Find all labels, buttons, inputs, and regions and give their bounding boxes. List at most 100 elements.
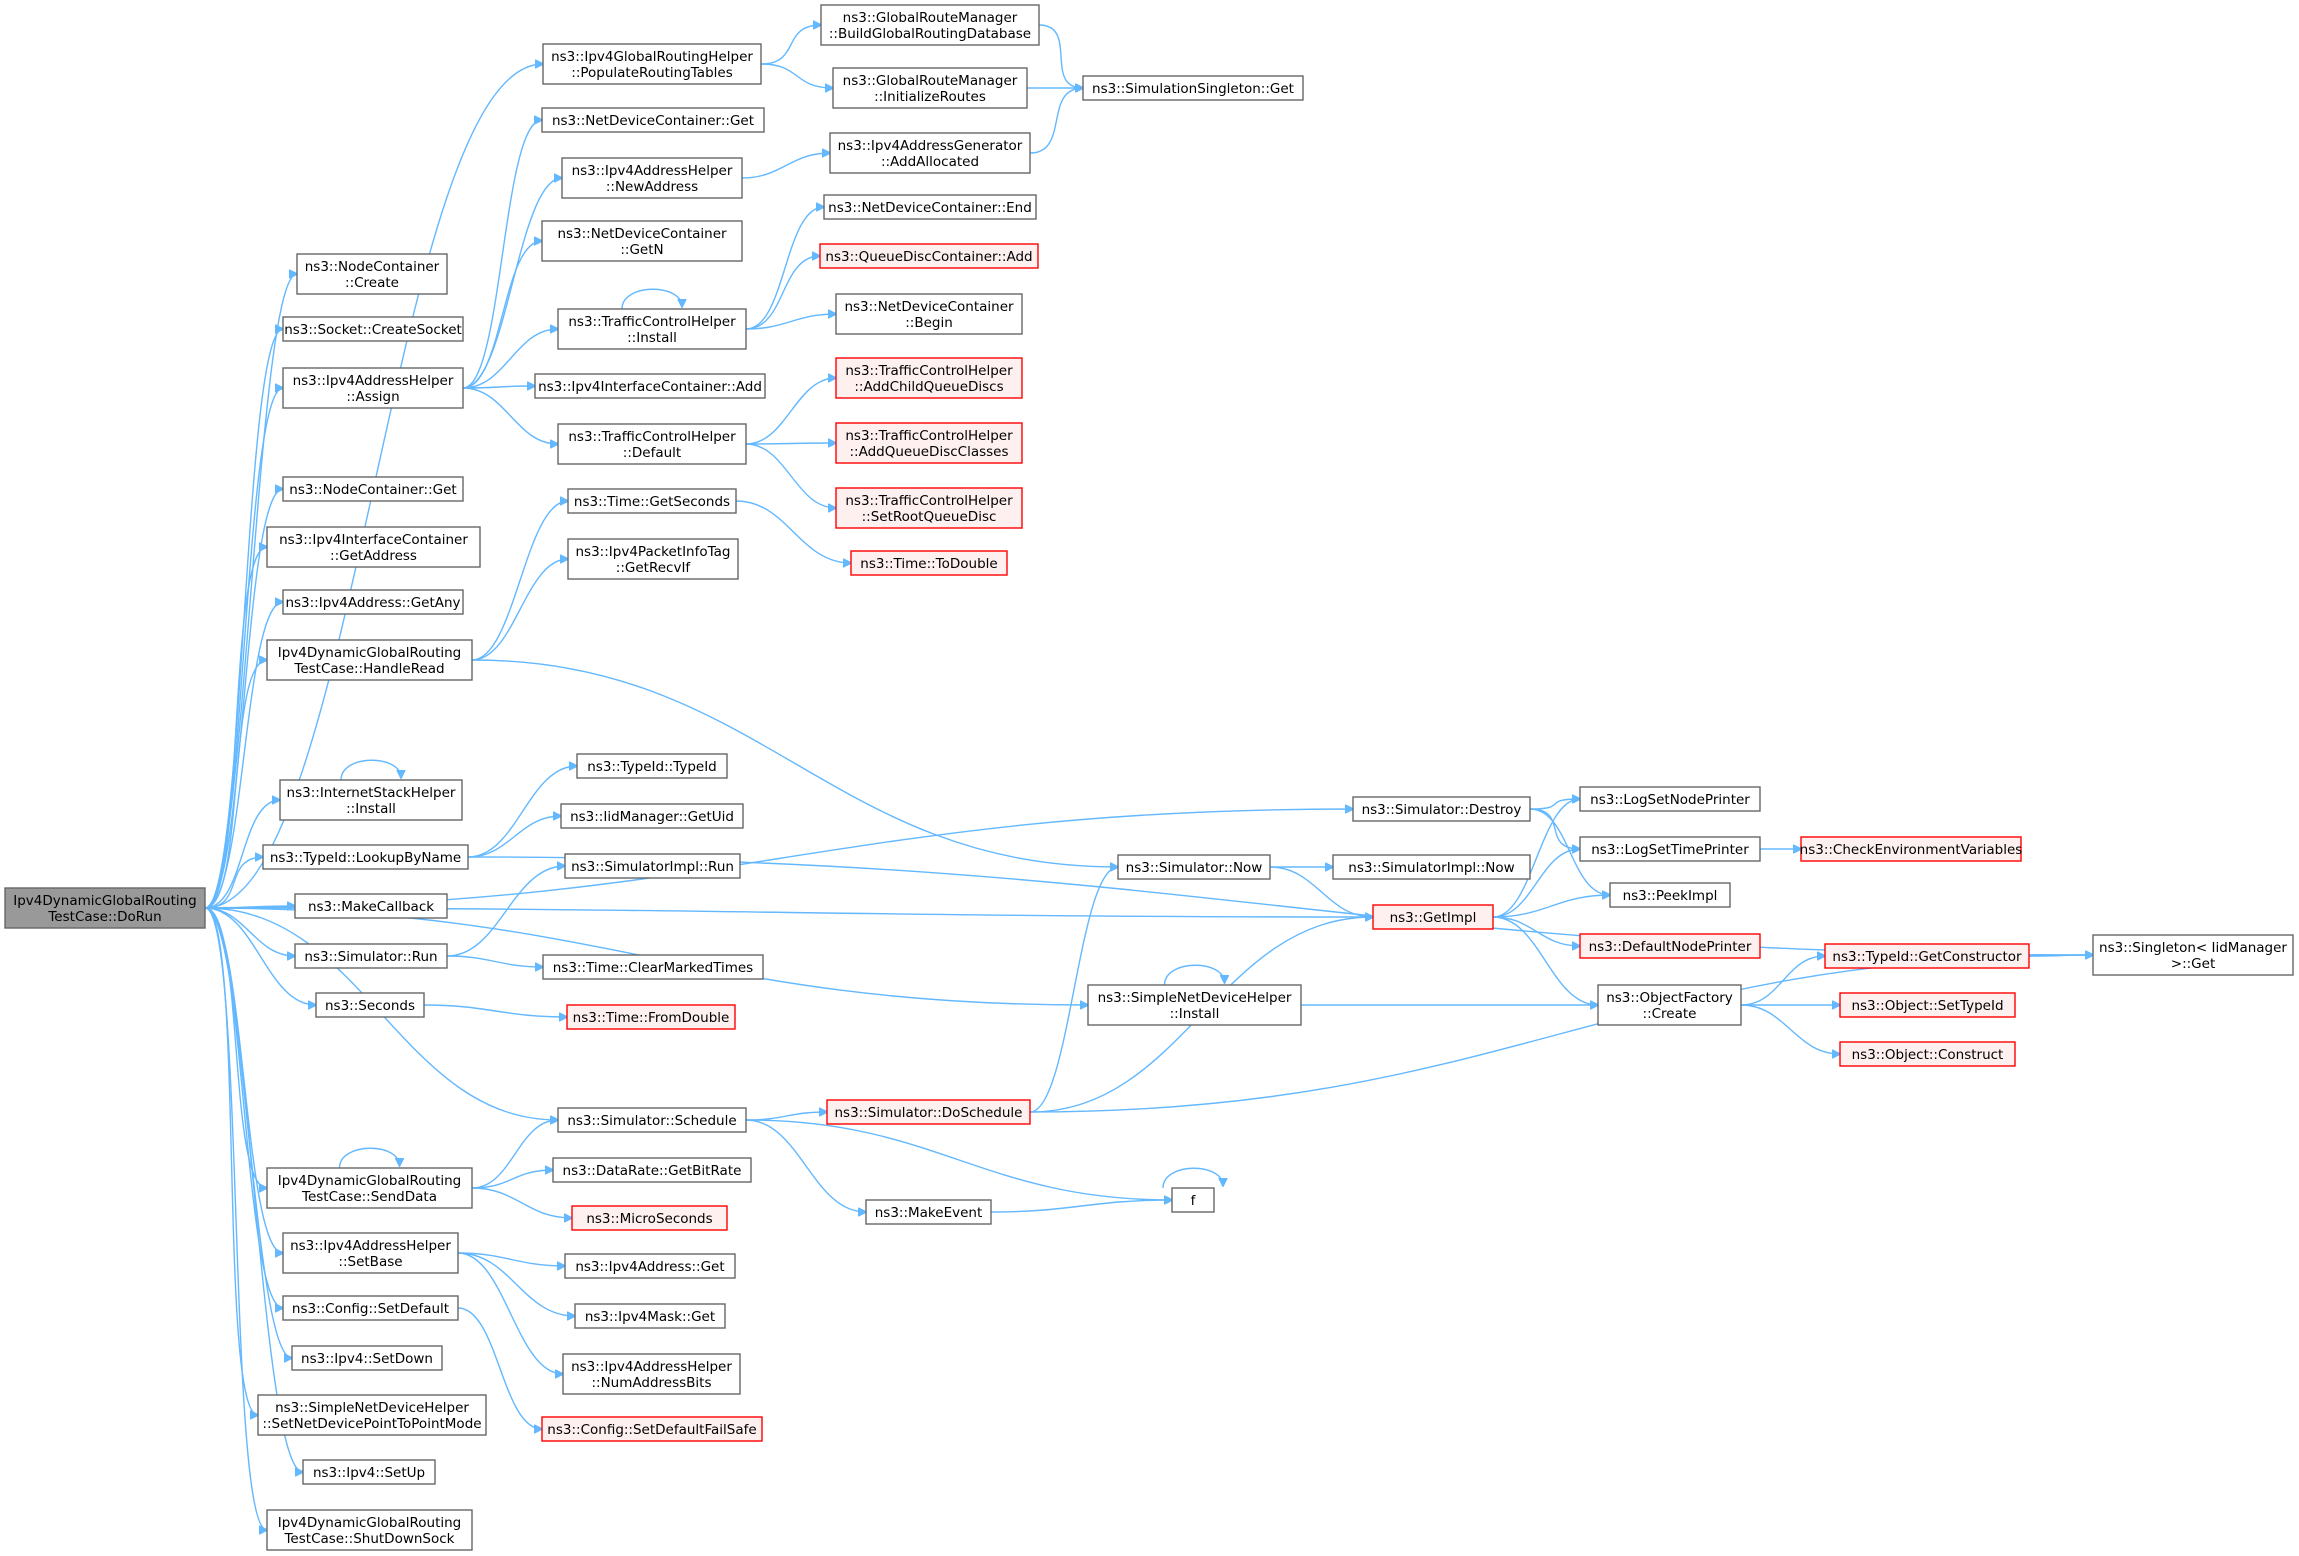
node-label: ::AddAllocated [881, 154, 979, 170]
node-fromdouble[interactable]: ns3::Time::FromDouble [566, 1004, 736, 1030]
node-box [282, 1232, 459, 1274]
node-label: ::SetBase [338, 1254, 402, 1270]
edge-root-to-ic_getaddr [204, 547, 267, 909]
node-label: ns3::QueueDiscContainer::Add [825, 249, 1032, 265]
node-setdown[interactable]: ns3::Ipv4::SetDown [291, 1345, 443, 1371]
node-ic_add[interactable]: ns3::Ipv4InterfaceContainer::Add [534, 373, 766, 399]
node-box [571, 1205, 728, 1231]
node-iid_singleton[interactable]: ns3::Singleton< IidManager >::Get [2092, 934, 2294, 976]
node-sndh_install[interactable]: ns3::SimpleNetDeviceHelper::Install [1087, 984, 1302, 1026]
node-label: ns3::Ipv4::SetUp [313, 1465, 425, 1481]
edge-senddata-to-getbitrate [471, 1170, 553, 1189]
node-ndc_end[interactable]: ns3::NetDeviceContainer::End [823, 194, 1037, 220]
node-box [266, 1167, 473, 1209]
node-setdefault[interactable]: ns3::Config::SetDefault [282, 1295, 459, 1321]
node-box [826, 1099, 1031, 1125]
node-shutdown[interactable]: Ipv4DynamicGlobalRoutingTestCase::ShutDo… [266, 1509, 473, 1551]
node-buildgrd[interactable]: ns3::GlobalRouteManager::BuildGlobalRout… [820, 4, 1040, 46]
node-logtimeprinter[interactable]: ns3::LogSetTimePrinter [1579, 836, 1761, 862]
node-setup[interactable]: ns3::Ipv4::SetUp [302, 1459, 436, 1485]
node-simimpl_run[interactable]: ns3::SimulatorImpl::Run [564, 853, 741, 879]
node-assign[interactable]: ns3::Ipv4AddressHelper::Assign [282, 367, 464, 409]
node-simimpl_now[interactable]: ns3::SimulatorImpl::Now [1332, 854, 1531, 880]
node-nc_get[interactable]: ns3::NodeContainer::Get [282, 476, 464, 502]
edge-seconds-to-fromdouble [423, 1004, 567, 1017]
node-numaddrbits[interactable]: ns3::Ipv4AddressHelper::NumAddressBits [562, 1353, 741, 1395]
node-setdefaultfailsafe[interactable]: ns3::Config::SetDefaultFailSafe [541, 1416, 763, 1442]
edge-tch_install-to-tch_install [621, 288, 682, 310]
node-initroutes[interactable]: ns3::GlobalRouteManager::InitializeRoute… [832, 67, 1028, 109]
node-newaddress[interactable]: ns3::Ipv4AddressHelper::NewAddress [561, 157, 743, 199]
node-makeevent[interactable]: ns3::MakeEvent [865, 1199, 992, 1225]
node-setrootqd[interactable]: ns3::TrafficControlHelper::SetRootQueueD… [835, 487, 1023, 529]
node-construct[interactable]: ns3::Object::Construct [1839, 1041, 2016, 1067]
node-of_create[interactable]: ns3::ObjectFactory::Create [1597, 984, 1742, 1026]
node-seconds[interactable]: ns3::Seconds [315, 992, 425, 1018]
node-senddata[interactable]: Ipv4DynamicGlobalRoutingTestCase::SendDa… [266, 1167, 473, 1209]
node-getconstructor[interactable]: ns3::TypeId::GetConstructor [1824, 943, 2030, 969]
edge-setdefault-to-setdefaultfailsafe [457, 1307, 542, 1429]
node-box [1171, 1187, 1215, 1213]
node-label: ns3::MakeEvent [875, 1205, 983, 1221]
node-populate[interactable]: ns3::Ipv4GlobalRoutingHelper::PopulateRo… [542, 43, 762, 85]
node-label: ns3::SimulatorImpl::Run [571, 859, 734, 875]
node-microseconds[interactable]: ns3::MicroSeconds [571, 1205, 728, 1231]
node-label: TestCase::DoRun [47, 909, 161, 925]
node-typeid[interactable]: ns3::TypeId::TypeId [576, 753, 728, 779]
node-addqdclasses[interactable]: ns3::TrafficControlHelper::AddQueueDiscC… [835, 422, 1023, 464]
node-label: ns3::Ipv4::SetDown [301, 1351, 433, 1367]
node-ic_getaddr[interactable]: ns3::Ipv4InterfaceContainer::GetAddress [266, 526, 481, 568]
node-lognodeprinter[interactable]: ns3::LogSetNodePrinter [1579, 786, 1761, 812]
node-clearmarked[interactable]: ns3::Time::ClearMarkedTimes [542, 954, 764, 980]
node-label: ns3::SimulatorImpl::Now [1348, 860, 1514, 876]
node-mask_get[interactable]: ns3::Ipv4Mask::Get [574, 1303, 726, 1329]
node-sim_destroy[interactable]: ns3::Simulator::Destroy [1352, 796, 1531, 822]
node-box [1609, 882, 1731, 908]
node-f[interactable]: f [1171, 1187, 1215, 1213]
node-label: Ipv4DynamicGlobalRouting [13, 893, 197, 909]
edge-tch_install-to-ndc_end [745, 207, 824, 330]
node-addallocated[interactable]: ns3::Ipv4AddressGenerator::AddAllocated [829, 132, 1031, 174]
node-getrecvif[interactable]: ns3::Ipv4PacketInfoTag::GetRecvIf [567, 538, 739, 580]
node-lookup[interactable]: ns3::TypeId::LookupByName [262, 844, 469, 870]
node-getany[interactable]: ns3::Ipv4Address::GetAny [282, 589, 464, 615]
node-getseconds[interactable]: ns3::Time::GetSeconds [567, 488, 737, 514]
node-sim_now[interactable]: ns3::Simulator::Now [1117, 854, 1271, 880]
node-singleton_get[interactable]: ns3::SimulationSingleton::Get [1082, 75, 1304, 101]
node-setp2p[interactable]: ns3::SimpleNetDeviceHelper::SetNetDevice… [257, 1394, 487, 1436]
node-handleread[interactable]: Ipv4DynamicGlobalRoutingTestCase::Handle… [266, 639, 473, 681]
node-addr_get[interactable]: ns3::Ipv4Address::Get [564, 1253, 736, 1279]
node-getimpl[interactable]: ns3::GetImpl [1372, 904, 1494, 930]
node-getbitrate[interactable]: ns3::DataRate::GetBitRate [552, 1157, 752, 1183]
node-nc_create[interactable]: ns3::NodeContainer::Create [296, 253, 448, 295]
node-getuid[interactable]: ns3::IidManager::GetUid [560, 803, 744, 829]
node-defaultnodeprinter[interactable]: ns3::DefaultNodePrinter [1579, 933, 1761, 959]
node-box [557, 308, 747, 350]
node-todouble[interactable]: ns3::Time::ToDouble [850, 550, 1008, 576]
node-ndc_get[interactable]: ns3::NetDeviceContainer::Get [541, 107, 765, 133]
node-makecallback[interactable]: ns3::MakeCallback [294, 893, 448, 919]
node-box [552, 1157, 752, 1183]
node-createsocket[interactable]: ns3::Socket::CreateSocket [282, 316, 464, 342]
node-schedule[interactable]: ns3::Simulator::Schedule [557, 1107, 747, 1133]
node-box [1087, 984, 1302, 1026]
node-addchildqd[interactable]: ns3::TrafficControlHelper::AddChildQueue… [835, 357, 1023, 399]
node-doschedule[interactable]: ns3::Simulator::DoSchedule [826, 1099, 1031, 1125]
node-ndc_getn[interactable]: ns3::NetDeviceContainer::GetN [541, 220, 743, 262]
node-label: ns3::MicroSeconds [586, 1211, 712, 1227]
node-ish_install[interactable]: ns3::InternetStackHelper::Install [279, 779, 463, 821]
node-label: ns3::IidManager::GetUid [570, 809, 734, 825]
node-peekimpl[interactable]: ns3::PeekImpl [1609, 882, 1731, 908]
node-qdc_add[interactable]: ns3::QueueDiscContainer::Add [819, 243, 1039, 269]
edge-setbase-to-numaddrbits [457, 1252, 563, 1374]
node-checkenv[interactable]: ns3::CheckEnvironmentVariables [1800, 836, 2023, 862]
node-sim_run[interactable]: ns3::Simulator::Run [294, 943, 448, 969]
node-setbase[interactable]: ns3::Ipv4AddressHelper::SetBase [282, 1232, 459, 1274]
node-settypeid[interactable]: ns3::Object::SetTypeId [1839, 992, 2016, 1018]
edge-handleread-to-getrecvif [471, 559, 568, 661]
node-tch_install[interactable]: ns3::TrafficControlHelper::Install [557, 308, 747, 350]
node-tch_default[interactable]: ns3::TrafficControlHelper::Default [557, 423, 747, 465]
node-label: ns3::TrafficControlHelper [845, 363, 1013, 379]
node-ndc_begin[interactable]: ns3::NetDeviceContainer::Begin [835, 293, 1023, 335]
